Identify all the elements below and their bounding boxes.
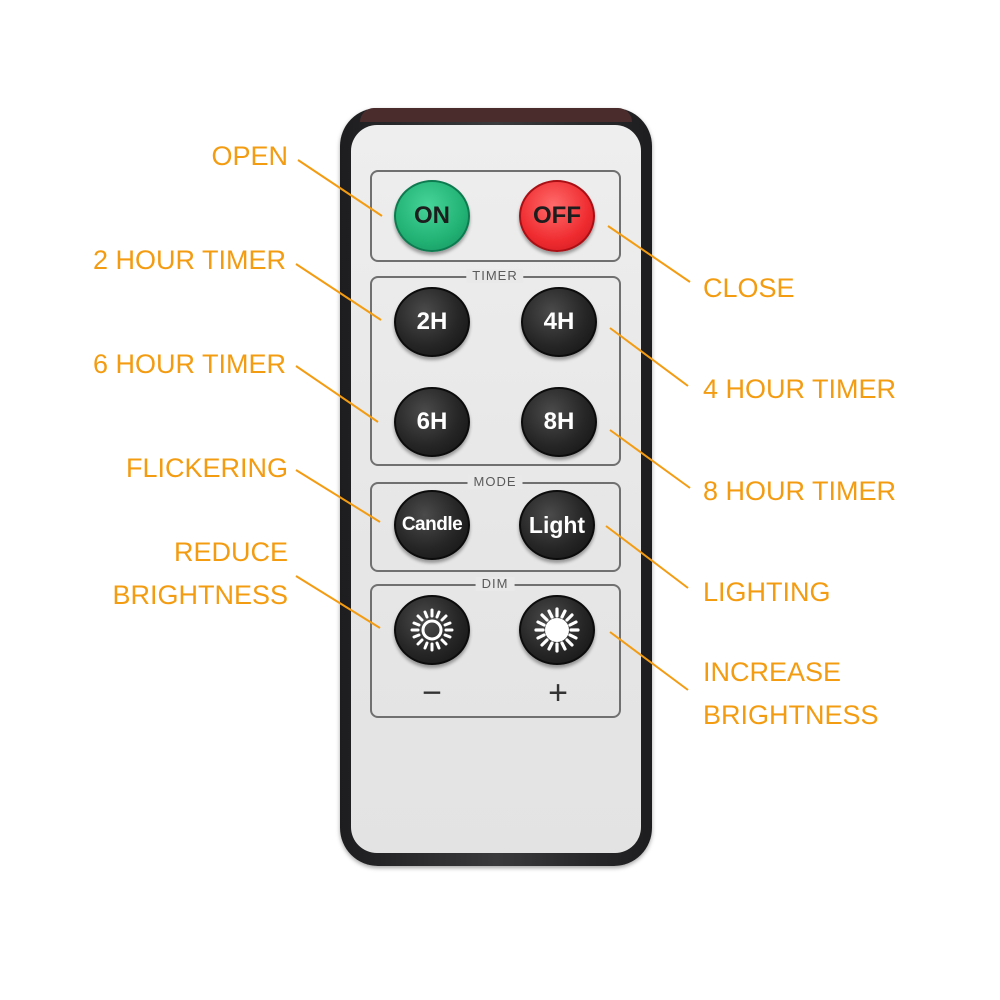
open-leader-line — [297, 159, 383, 217]
dim-minus-sign: − — [422, 674, 442, 712]
timer-8h-button[interactable]: 8H — [521, 387, 597, 457]
light-mode-button[interactable]: Light — [519, 490, 595, 560]
power-group — [370, 170, 621, 262]
dim-up-button[interactable] — [519, 595, 595, 665]
remote-top-edge — [360, 108, 632, 122]
light-mode-label: Light — [528, 511, 586, 538]
close-callout: CLOSE — [703, 272, 795, 304]
timer-2h-button[interactable]: 2H — [394, 287, 470, 357]
close-callout-text: CLOSE — [703, 273, 795, 303]
increase-callout-line1: INCREASE — [703, 657, 842, 687]
sun-filled-icon — [534, 607, 580, 653]
timer-8h-label: 8H — [543, 408, 575, 435]
lighting-callout: LIGHTING — [703, 576, 831, 608]
open-callout: OPEN — [211, 140, 288, 172]
timer-4h-leader-line — [609, 327, 689, 387]
increase-brightness-callout: INCREASE BRIGHTNESS — [703, 656, 879, 731]
flickering-callout: FLICKERING — [126, 452, 288, 484]
timer-6h-label: 6H — [416, 408, 448, 435]
timer-8h-callout-text: 8 HOUR TIMER — [703, 476, 897, 506]
candle-mode-button[interactable]: Candle — [394, 490, 470, 560]
reduce-callout-line1: REDUCE — [173, 537, 288, 567]
timer-6h-leader-line — [295, 365, 379, 423]
timer-8h-leader-line — [609, 429, 691, 489]
lighting-callout-text: LIGHTING — [703, 577, 831, 607]
dim-plus-sign: + — [548, 674, 568, 712]
increase-leader-line — [609, 631, 689, 691]
off-button-label: OFF — [533, 202, 581, 229]
timer-2h-callout: 2 HOUR TIMER — [93, 244, 286, 276]
dim-down-button[interactable] — [394, 595, 470, 665]
timer-4h-button[interactable]: 4H — [521, 287, 597, 357]
lighting-leader-line — [605, 525, 689, 589]
timer-4h-label: 4H — [543, 308, 575, 335]
timer-2h-callout-text: 2 HOUR TIMER — [92, 245, 286, 275]
reduce-callout-line2: BRIGHTNESS — [112, 580, 288, 610]
timer-2h-leader-line — [295, 263, 382, 321]
increase-callout-line2: BRIGHTNESS — [703, 700, 879, 730]
open-callout-text: OPEN — [211, 141, 288, 171]
timer-4h-callout: 4 HOUR TIMER — [703, 373, 896, 405]
close-leader-line — [607, 225, 691, 283]
timer-2h-label: 2H — [416, 308, 448, 335]
reduce-leader-line — [295, 575, 381, 629]
flickering-leader-line — [295, 469, 381, 523]
timer-8h-callout: 8 HOUR TIMER — [703, 475, 896, 507]
on-button[interactable]: ON — [394, 180, 470, 252]
mode-group-label: MODE — [467, 475, 523, 489]
dim-group-label: DIM — [475, 577, 515, 591]
timer-6h-callout-text: 6 HOUR TIMER — [92, 349, 286, 379]
sun-outline-icon — [410, 608, 454, 652]
timer-group-label: TIMER — [466, 269, 524, 283]
timer-6h-callout: 6 HOUR TIMER — [93, 348, 286, 380]
off-button[interactable]: OFF — [519, 180, 595, 252]
on-button-label: ON — [414, 202, 450, 229]
flickering-callout-text: FLICKERING — [125, 453, 288, 483]
reduce-brightness-callout: REDUCE BRIGHTNESS — [112, 536, 288, 611]
timer-4h-callout-text: 4 HOUR TIMER — [703, 374, 897, 404]
remote-face — [351, 125, 641, 853]
timer-6h-button[interactable]: 6H — [394, 387, 470, 457]
candle-mode-label: Candle — [401, 514, 463, 535]
